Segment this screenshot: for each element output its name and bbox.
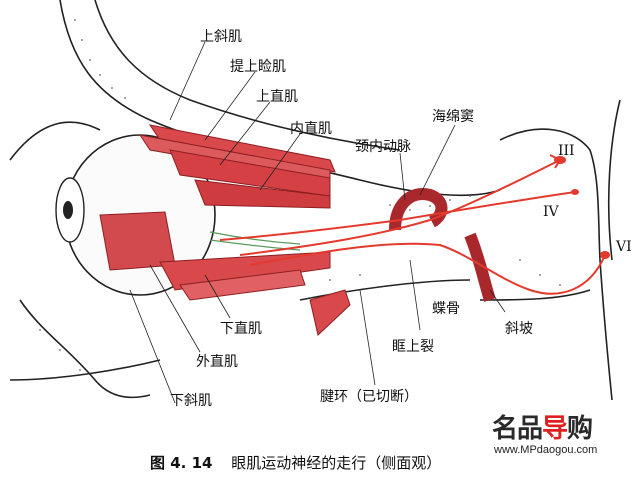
nerve-III-path	[239, 159, 561, 256]
caption-number: 图 4. 14	[150, 454, 213, 472]
stippled-bone	[39, 19, 561, 371]
label-nerve-VI: VI	[616, 239, 632, 255]
nerve-IV-path	[219, 191, 576, 241]
optic-nerve	[209, 231, 301, 251]
nerve-origins	[554, 156, 610, 259]
label-cavernous-sinus: 海绵窦	[432, 109, 474, 125]
watermark-url: www.MPdaogou.com	[494, 444, 598, 456]
label-nerve-III: III	[558, 143, 575, 159]
label-inferior-rectus: 下直肌	[220, 321, 262, 337]
watermark-logo: 名品导购 www.MPdaogou.com	[492, 408, 640, 468]
label-tendon-ring: 腱环（已切断）	[320, 389, 418, 405]
label-superior-rectus: 上直肌	[256, 89, 298, 105]
label-nerve-IV: IV	[543, 204, 559, 220]
label-superior-oblique: 上斜肌	[200, 29, 242, 45]
medial-rectus-muscle	[194, 179, 331, 209]
label-superior-orbital-fissure: 眶上裂	[392, 339, 434, 355]
nerves	[219, 154, 606, 295]
nerve-VI-path	[249, 242, 606, 295]
label-sphenoid: 蝶骨	[432, 301, 460, 317]
caption-text: 眼肌运动神经的走行（侧面观）	[231, 454, 442, 472]
label-internal-carotid: 颈内动脉	[355, 139, 411, 155]
inferior-rectus-muscle	[159, 251, 331, 291]
inferior-oblique-muscle	[179, 269, 306, 301]
figure-caption: 图 4. 14 眼肌运动神经的走行（侧面观）	[150, 452, 441, 473]
superior-oblique-muscle	[148, 124, 336, 173]
muscles	[99, 124, 351, 336]
label-lateral-rectus: 外直肌	[196, 354, 238, 370]
label-clivus: 斜坡	[505, 321, 533, 337]
lower-muscle-stub	[309, 289, 351, 336]
leader-lines	[129, 41, 506, 404]
label-inferior-oblique: 下斜肌	[170, 393, 212, 409]
label-levator: 提上睑肌	[230, 59, 286, 75]
label-medial-rectus: 内直肌	[290, 121, 332, 137]
watermark-brand: 名品导购	[492, 414, 593, 444]
